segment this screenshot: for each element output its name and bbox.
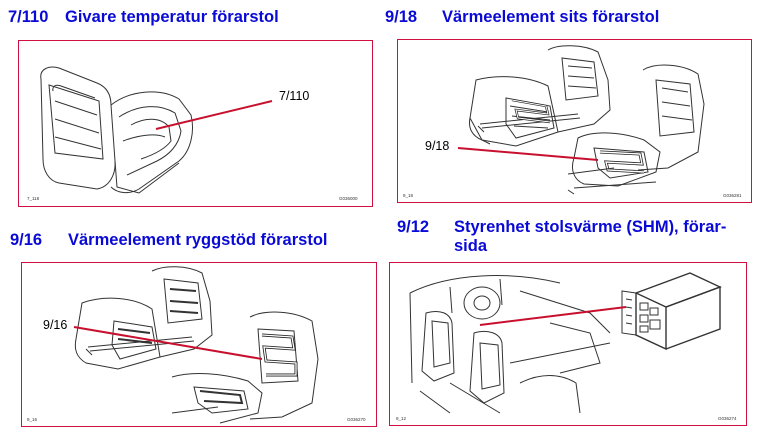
section-title: Givare temperatur förarstol — [65, 8, 279, 26]
figure-panel-backrest-heater: 9/16 9_16 G036270 — [21, 262, 377, 427]
callout-label: 7/110 — [279, 89, 310, 103]
section-heading-9-18: 9/18 Värmeelement sits förarstol — [385, 8, 659, 27]
leader-line — [73, 326, 263, 360]
figure-code: G036000 — [339, 196, 358, 201]
callout-label: 9/18 — [425, 139, 450, 153]
leader-line — [457, 147, 599, 161]
section-title-line-1: Styrenhet stolsvärme (SHM), förar- — [454, 218, 727, 236]
figure-panel-heating-module: 9_12 G036274 — [389, 262, 747, 426]
backrest-heater-drawing — [73, 266, 319, 424]
section-title-block: Styrenhet stolsvärme (SHM), förar- sida — [454, 218, 726, 256]
section-title: Värmeelement sits förarstol — [442, 8, 660, 26]
figure-ref: 9_16 — [27, 417, 38, 422]
seat-drawing — [40, 66, 273, 194]
section-number: 7/110 — [8, 8, 49, 26]
section-title: Värmeelement ryggstöd förarstol — [68, 231, 328, 249]
leader-line — [479, 306, 627, 326]
heating-module-drawing — [409, 272, 722, 414]
figure-panel-seat-sensor: 7/110 7_118 G036000 — [18, 40, 373, 207]
section-number: 9/18 — [385, 8, 418, 26]
seat-heater-drawing — [457, 45, 705, 195]
figure-ref: 9_12 — [396, 416, 407, 421]
section-heading-9-12: 9/12 Styrenhet stolsvärme (SHM), förar- … — [397, 218, 726, 256]
section-number: 9/12 — [397, 218, 430, 236]
section-number: 9/16 — [10, 231, 43, 249]
figure-code: G036281 — [723, 193, 742, 198]
figure-code: G036274 — [718, 416, 737, 421]
figure-ref: 7_118 — [27, 196, 40, 201]
figure-code: G036270 — [347, 417, 366, 422]
callout-label: 9/16 — [43, 318, 68, 332]
leader-line — [155, 100, 273, 130]
figure-ref: 9_18 — [403, 193, 414, 198]
section-heading-9-16: 9/16 Värmeelement ryggstöd förarstol — [10, 231, 328, 250]
figure-panel-seat-heater: 9/18 9_18 G036281 — [397, 39, 752, 203]
section-title-line-2: sida — [454, 237, 488, 255]
section-heading-7-110: 7/110 Givare temperatur förarstol — [8, 8, 279, 27]
